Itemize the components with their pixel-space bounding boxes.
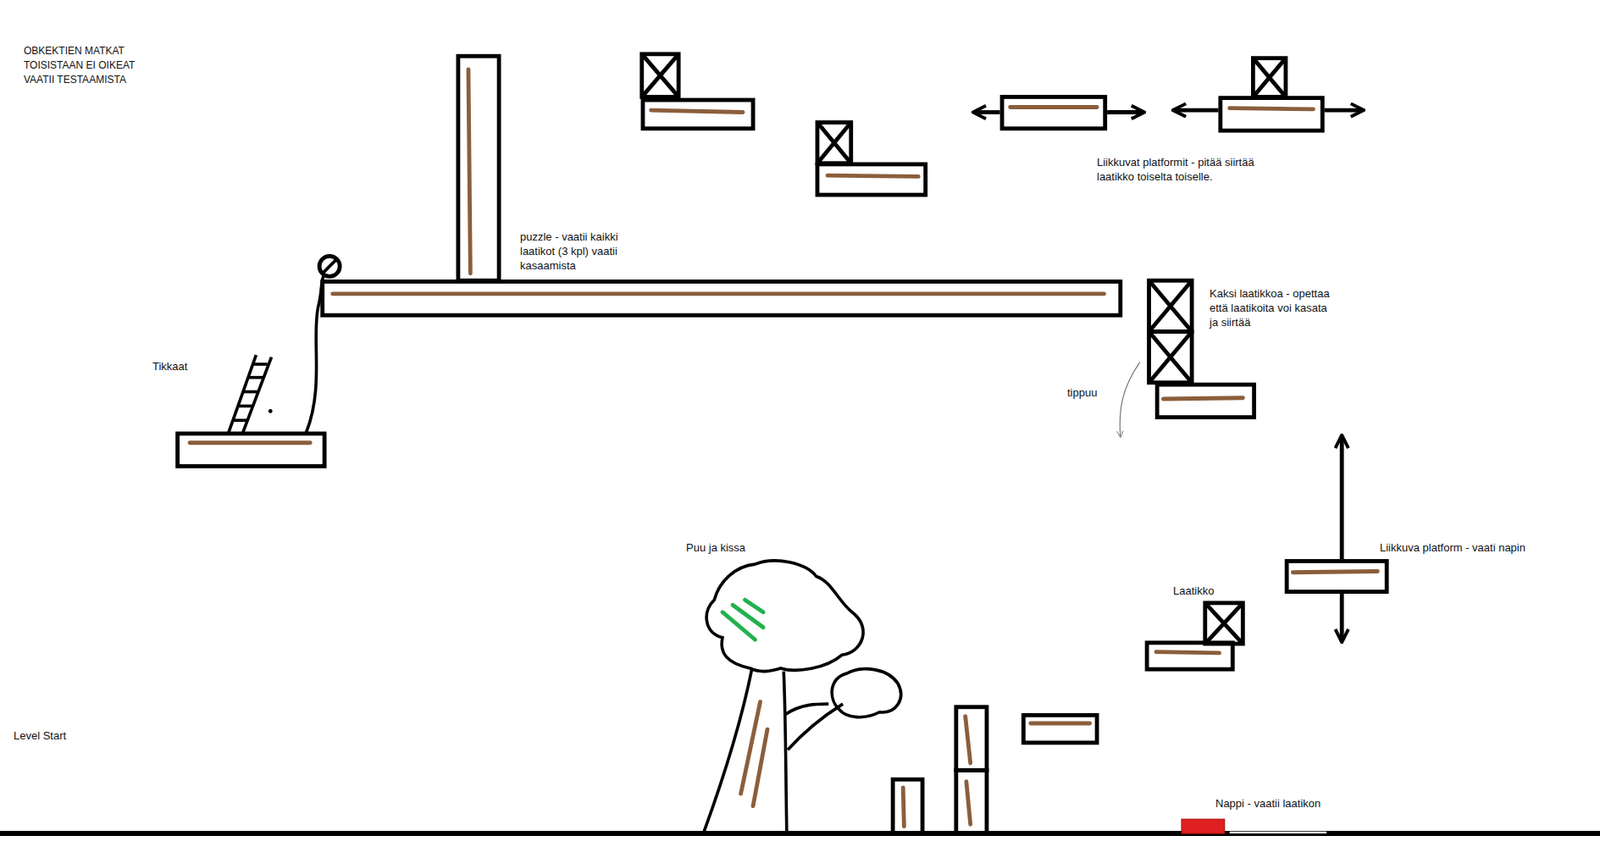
note-label: Tikkaat: [152, 359, 188, 374]
note-label: Liikkuva platform - vaati napin: [1379, 540, 1526, 555]
note-label: OBKEKTIEN MATKAT TOISISTAAN EI OIKEAT VA…: [23, 44, 164, 88]
note-label: Liikkuvat platformit - pitää siirtää laa…: [1096, 155, 1279, 184]
note-label: Nappi - vaatii laatikon: [1215, 796, 1321, 811]
note-label: tippuu: [1067, 385, 1097, 400]
note-label: Puu ja kissa: [686, 540, 746, 555]
note-label: Laatikko: [1173, 583, 1214, 598]
note-label: Level Start: [13, 728, 67, 743]
note-label: puzzle - vaatii kaikki laatikot (3 kpl) …: [520, 229, 648, 273]
note-label: Kaksi laatikkoa - opettaa että laatikoit…: [1209, 286, 1333, 330]
